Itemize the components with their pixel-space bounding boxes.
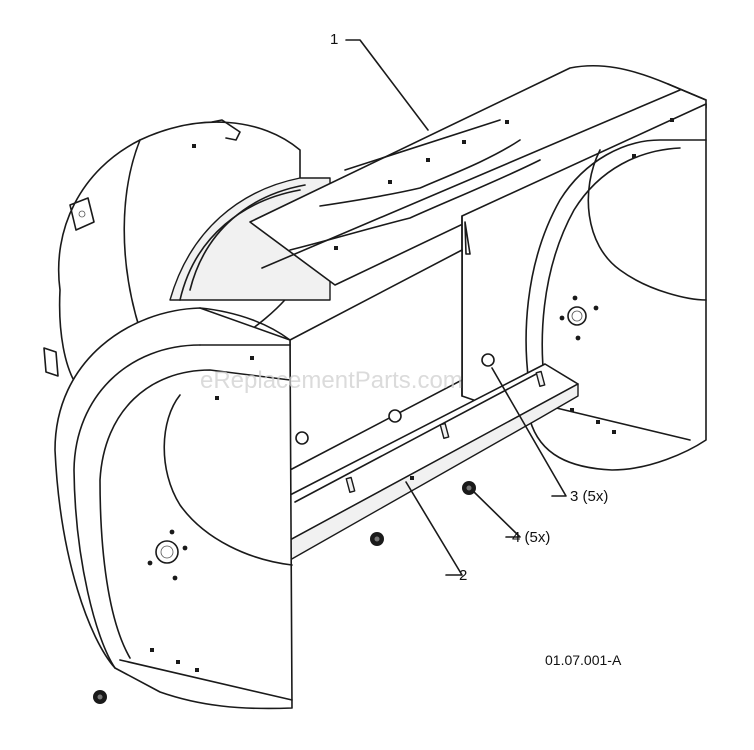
callout-1: 1 — [330, 31, 338, 48]
left-side-panel — [54, 307, 293, 710]
leader-lines — [345, 39, 567, 576]
watermark: eReplacementParts.com — [200, 367, 463, 394]
callout-4: 4 (5x) — [512, 529, 550, 546]
drawing-id: 01.07.001-A — [545, 652, 622, 668]
top-brace — [249, 64, 707, 286]
callout-3: 3 (5x) — [570, 488, 608, 505]
callout-2: 2 — [459, 567, 467, 584]
